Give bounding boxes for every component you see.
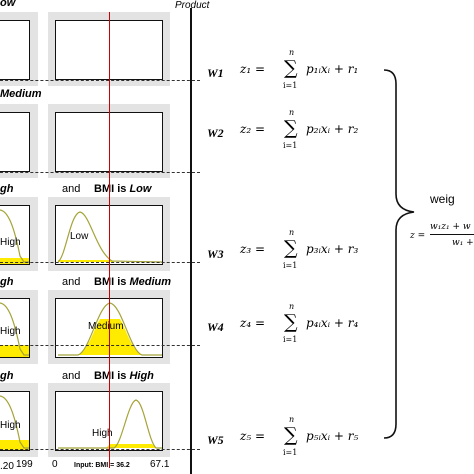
rule-4-bmi-term: BMI is Medium <box>94 276 172 288</box>
rule-3-left-term: gh <box>0 183 14 195</box>
equation-2: z₂ = n ∑ i=1 p₂ᵢxᵢ + r₂ <box>240 108 380 154</box>
left-4-mf-curve <box>0 302 29 356</box>
rule-3-bmi-term: BMI is Low <box>94 183 152 195</box>
rule-5-connector: and <box>62 370 81 382</box>
aggregate-denominator: w₁ + <box>452 238 474 248</box>
eq5-sum: ∑ <box>284 424 298 446</box>
dash-line-2 <box>0 172 200 173</box>
eq1-sub: i=1 <box>283 81 298 90</box>
right-axis-min: 0 <box>52 459 58 470</box>
right-5-mf-label: High <box>92 428 113 439</box>
eq4-lhs: z₄ = <box>240 316 266 330</box>
eq2-sum: ∑ <box>284 117 298 139</box>
right-4-mf-label: Medium <box>88 321 124 332</box>
curly-brace <box>383 69 415 439</box>
left-panel-2 <box>0 112 30 172</box>
dash-line-5 <box>0 449 200 450</box>
aggregate-label: weig <box>430 192 455 206</box>
rule-4-left-term: gh <box>0 276 14 288</box>
eq4-sup: n <box>289 302 295 311</box>
equation-4: z₄ = n ∑ i=1 p₄ᵢxᵢ + r₄ <box>240 302 380 348</box>
product-header: Product <box>175 0 210 11</box>
eq3-rhs: p₃ᵢxᵢ + r₃ <box>306 242 359 256</box>
left-axis-small-value: .20 <box>0 461 14 472</box>
eq2-lhs: z₂ = <box>240 122 266 136</box>
rule-5-left-term: gh <box>0 370 14 382</box>
eq2-sub: i=1 <box>283 141 298 150</box>
left-axis-max: 199 <box>16 459 33 470</box>
dash-line-3 <box>0 262 200 263</box>
left-3-mf-label: High <box>0 237 21 248</box>
input-marker-line <box>109 12 110 468</box>
eq5-rhs: p₅ᵢxᵢ + r₅ <box>306 429 359 443</box>
weight-label-2: W2 <box>207 126 224 140</box>
right-3-mf-label: Low <box>70 231 89 242</box>
eq1-sum: ∑ <box>284 57 298 79</box>
rule-3-connector: and <box>62 183 81 195</box>
eq3-sub: i=1 <box>283 261 298 270</box>
weight-label-3: W3 <box>207 247 224 261</box>
left-panel-1 <box>0 20 30 80</box>
weight-label-1: W1 <box>207 66 224 80</box>
eq5-lhs: z₅ = <box>240 429 266 443</box>
dash-line-4 <box>0 345 200 346</box>
weight-label-4: W4 <box>207 320 224 334</box>
right-4-mf-curve <box>58 302 162 356</box>
input-value-label: Input: BMI = 36.2 <box>74 462 130 469</box>
eq5-sub: i=1 <box>283 448 298 457</box>
left-3-mf-curve <box>0 209 29 263</box>
eq1-sup: n <box>289 48 295 57</box>
right-3-mf-fill <box>58 260 114 262</box>
eq2-sup: n <box>289 108 295 117</box>
eq2-rhs: p₂ᵢxᵢ + r₂ <box>306 122 359 136</box>
rule-2-left-term: Medium <box>0 88 42 100</box>
eq4-sub: i=1 <box>283 335 298 344</box>
eq3-lhs: z₃ = <box>240 242 266 256</box>
left-panel-5 <box>0 391 30 451</box>
eq1-lhs: z₁ = <box>240 62 266 76</box>
eq3-sum: ∑ <box>284 237 298 259</box>
rule-5-bmi-term: BMI is High <box>94 370 154 382</box>
right-4-mf-fill <box>78 319 142 355</box>
left-5-mf-label: High <box>0 420 21 431</box>
left-5-mf-curve <box>0 395 29 449</box>
eq5-sup: n <box>289 415 295 424</box>
right-axis-max: 67.1 <box>150 459 170 470</box>
aggregate-lhs: z = <box>410 231 426 241</box>
left-4-mf-label: High <box>0 326 21 337</box>
left-panel-3 <box>0 205 30 265</box>
vertical-divider <box>190 8 192 474</box>
left-panel-4 <box>0 298 30 358</box>
right-5-mf-curve <box>58 399 162 449</box>
eq4-rhs: p₄ᵢxᵢ + r₄ <box>306 316 359 330</box>
eq3-sup: n <box>289 228 295 237</box>
right-3-mf-curve <box>57 211 162 263</box>
equation-3: z₃ = n ∑ i=1 p₃ᵢxᵢ + r₃ <box>240 228 380 274</box>
aggregate-fraction-bar <box>430 234 474 235</box>
eq4-sum: ∑ <box>284 311 298 333</box>
rule-4-connector: and <box>62 276 81 288</box>
eq1-rhs: p₁ᵢxᵢ + r₁ <box>306 62 359 76</box>
dash-line-1 <box>0 80 200 81</box>
equation-1: z₁ = n ∑ i=1 p₁ᵢxᵢ + r₁ <box>240 48 380 94</box>
left-4-mf-fill <box>0 345 29 357</box>
right-5-mf-fill <box>106 444 156 448</box>
rule-1-left-term: ow <box>0 0 16 9</box>
equation-5: z₅ = n ∑ i=1 p₅ᵢxᵢ + r₅ <box>240 415 380 461</box>
weight-label-5: W5 <box>207 433 224 447</box>
aggregate-numerator: w₁z₁ + w <box>430 222 471 232</box>
left-5-mf-fill <box>0 440 29 450</box>
